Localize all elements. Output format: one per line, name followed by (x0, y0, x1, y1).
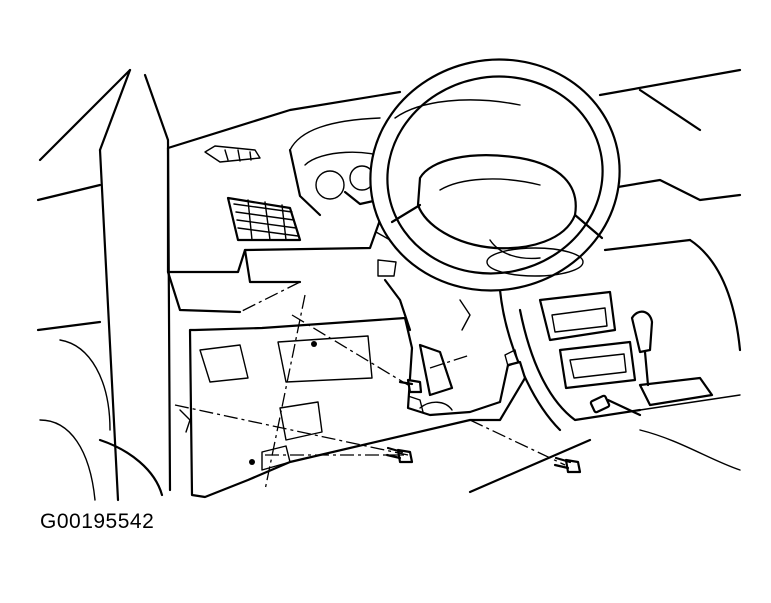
figure-code: G00195542 (40, 510, 155, 533)
door-frame (36, 68, 172, 502)
steering-wheel-icon (369, 58, 621, 292)
lower-panel-icon (179, 316, 527, 499)
windshield-line (166, 68, 742, 151)
shift-lever-icon (630, 310, 714, 407)
bolt-icon (398, 378, 423, 394)
bolt-icon (553, 456, 582, 474)
air-vent-icon (226, 196, 302, 242)
floor-lines (468, 429, 741, 494)
bolt-icon (589, 394, 642, 417)
